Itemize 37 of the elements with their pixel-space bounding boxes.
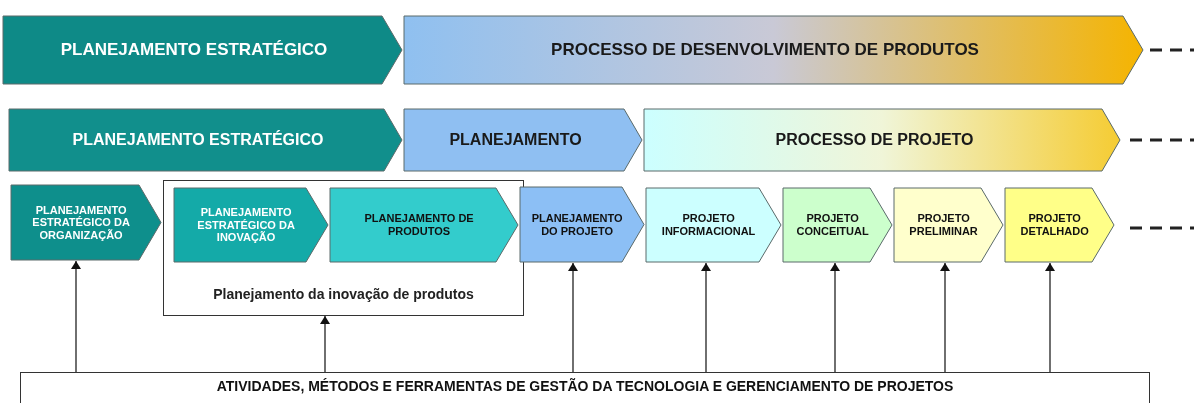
arrow (830, 262, 840, 373)
process-stage-banner (173, 187, 329, 263)
phase-label: PROJETO DETALHADO (1019, 211, 1090, 239)
phase-label: PLANEJAMENTO ESTRATÉGICO (59, 39, 329, 62)
process-stage-banner (329, 187, 519, 263)
phase-label: PROJETO INFORMACIONAL (660, 211, 757, 239)
phase-label: PLANEJAMENTO DE PRODUTOS (363, 211, 475, 239)
activities-text: ATIVIDADES, MÉTODOS E FERRAMENTAS DE GESTÃO DA TECNOLOGIA E GERENCIAMENTO DE PROJETOS (215, 376, 955, 396)
group-box (163, 180, 524, 316)
process-stage-banner (645, 187, 782, 263)
arrow (701, 262, 711, 373)
process-stage-banner (1004, 187, 1115, 263)
arrow (940, 262, 950, 373)
group-title: Planejamento da inovação de produtos (212, 284, 475, 304)
phase-label: PLANEJAMENTO (448, 129, 583, 150)
phase-label: PLANEJAMENTO DO PROJETO (530, 210, 624, 239)
arrow (320, 315, 330, 373)
process-stage-banner (2, 15, 403, 85)
process-stage-banner (643, 108, 1121, 172)
phase-label: PLANEJAMENTO ESTRATÉGICO DA INOVAÇÃO (196, 205, 296, 246)
process-stage-banner (403, 15, 1144, 85)
process-stage-banner (782, 187, 893, 263)
arrow (1045, 262, 1055, 373)
process-stage-banner (519, 186, 645, 263)
process-stage-banner (403, 108, 643, 172)
process-stage-banner (8, 108, 403, 172)
arrow (568, 262, 578, 373)
phase-label: PROCESSO DE PROJETO (774, 129, 975, 150)
process-stage-banner (10, 184, 162, 261)
phase-label: PROCESSO DE DESENVOLVIMENTO DE PRODUTOS (550, 39, 980, 62)
phase-label: PLANEJAMENTO ESTRATÉGICO (71, 129, 325, 150)
process-stage-banner (893, 187, 1004, 263)
phase-label: PROJETO CONCEITUAL (795, 211, 870, 239)
phase-label: PLANEJAMENTO ESTRATÉGICO DA ORGANIZAÇÃO (31, 202, 131, 243)
arrow (71, 260, 81, 373)
phase-label: PROJETO PRELIMINAR (908, 211, 979, 239)
activities-box (20, 372, 1150, 403)
